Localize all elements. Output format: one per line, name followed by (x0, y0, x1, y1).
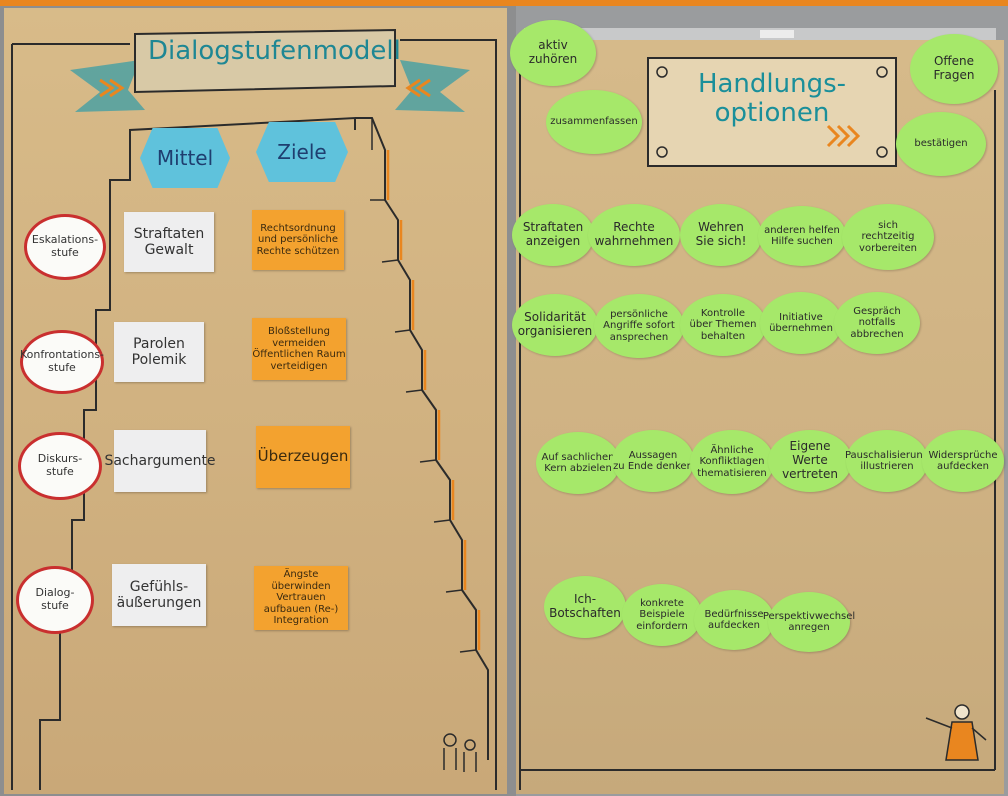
stage-label-dialog: Dialog- stufe (16, 566, 94, 634)
left-poster-paper (4, 8, 507, 794)
option-circle: Ähnliche Konfliktlagen thematisieren (690, 430, 774, 494)
option-circle: Solidarität organisieren (512, 294, 598, 356)
right-poster-title: Handlungs- optionen (697, 69, 847, 128)
option-circle: Perspektivwechsel anregen (763, 592, 855, 652)
goal-card-confrontation: Bloßstellung vermeiden Öffentlichen Raum… (252, 318, 346, 380)
option-circle: Wehren Sie sich! (680, 204, 762, 266)
goal-card-dialog: Ängste überwinden Vertrauen aufbauen (Re… (254, 566, 348, 630)
circle-confirm: bestätigen (896, 112, 986, 176)
stage-label-discourse: Diskurs- stufe (18, 432, 102, 500)
column-header-goals: Ziele (256, 122, 348, 182)
option-circle: Ich- Botschaften (544, 576, 626, 638)
option-circle: Auf sachlichen Kern abzielen (536, 432, 620, 494)
means-card-confrontation: Parolen Polemik (114, 322, 204, 382)
means-card-discourse: Sachargumente (104, 430, 216, 492)
option-circle: persönliche Angriffe sofort ansprechen (594, 294, 684, 358)
goal-card-escalation: Rechtsordnung und persönliche Rechte sch… (252, 210, 344, 270)
option-circle: Gespräch notfalls abbrechen (834, 292, 920, 354)
circle-active-listening: aktiv zuhören (510, 20, 596, 86)
option-circle: Pauschalisierung illustrieren (845, 430, 929, 492)
goal-card-discourse: Überzeugen (256, 426, 350, 488)
circle-summarize: zusammenfassen (546, 90, 642, 154)
option-circle: sich rechtzeitig vorbereiten (842, 204, 934, 270)
circle-open-questions: Offene Fragen (910, 34, 998, 104)
flipchart-label (760, 30, 794, 38)
means-card-dialog: Gefühls- äußerungen (112, 564, 206, 626)
left-poster-title: Dialogstufenmodell (148, 36, 401, 66)
option-circle: Bedürfnisse aufdecken (694, 590, 774, 650)
option-circle: Eigene Werte vertreten (768, 430, 852, 492)
option-circle: Straftaten anzeigen (512, 204, 594, 266)
option-circle: Aussagen zu Ende denken (612, 430, 694, 492)
option-circle: Initiative übernehmen (760, 292, 842, 354)
stage-label-escalation: Eskalations- stufe (24, 214, 106, 280)
means-card-escalation: Straftaten Gewalt (124, 212, 214, 272)
stage-label-confrontation: Konfrontations- stufe (20, 330, 104, 394)
option-circle: konkrete Beispiele einfordern (622, 584, 702, 646)
option-circle: anderen helfen Hilfe suchen (758, 206, 846, 266)
column-header-means: Mittel (140, 128, 230, 188)
top-accent-bar (0, 0, 1008, 6)
option-circle: Rechte wahrnehmen (588, 204, 680, 266)
option-circle: Widersprüche aufdecken (922, 430, 1004, 492)
option-circle: Kontrolle über Themen behalten (680, 294, 766, 356)
